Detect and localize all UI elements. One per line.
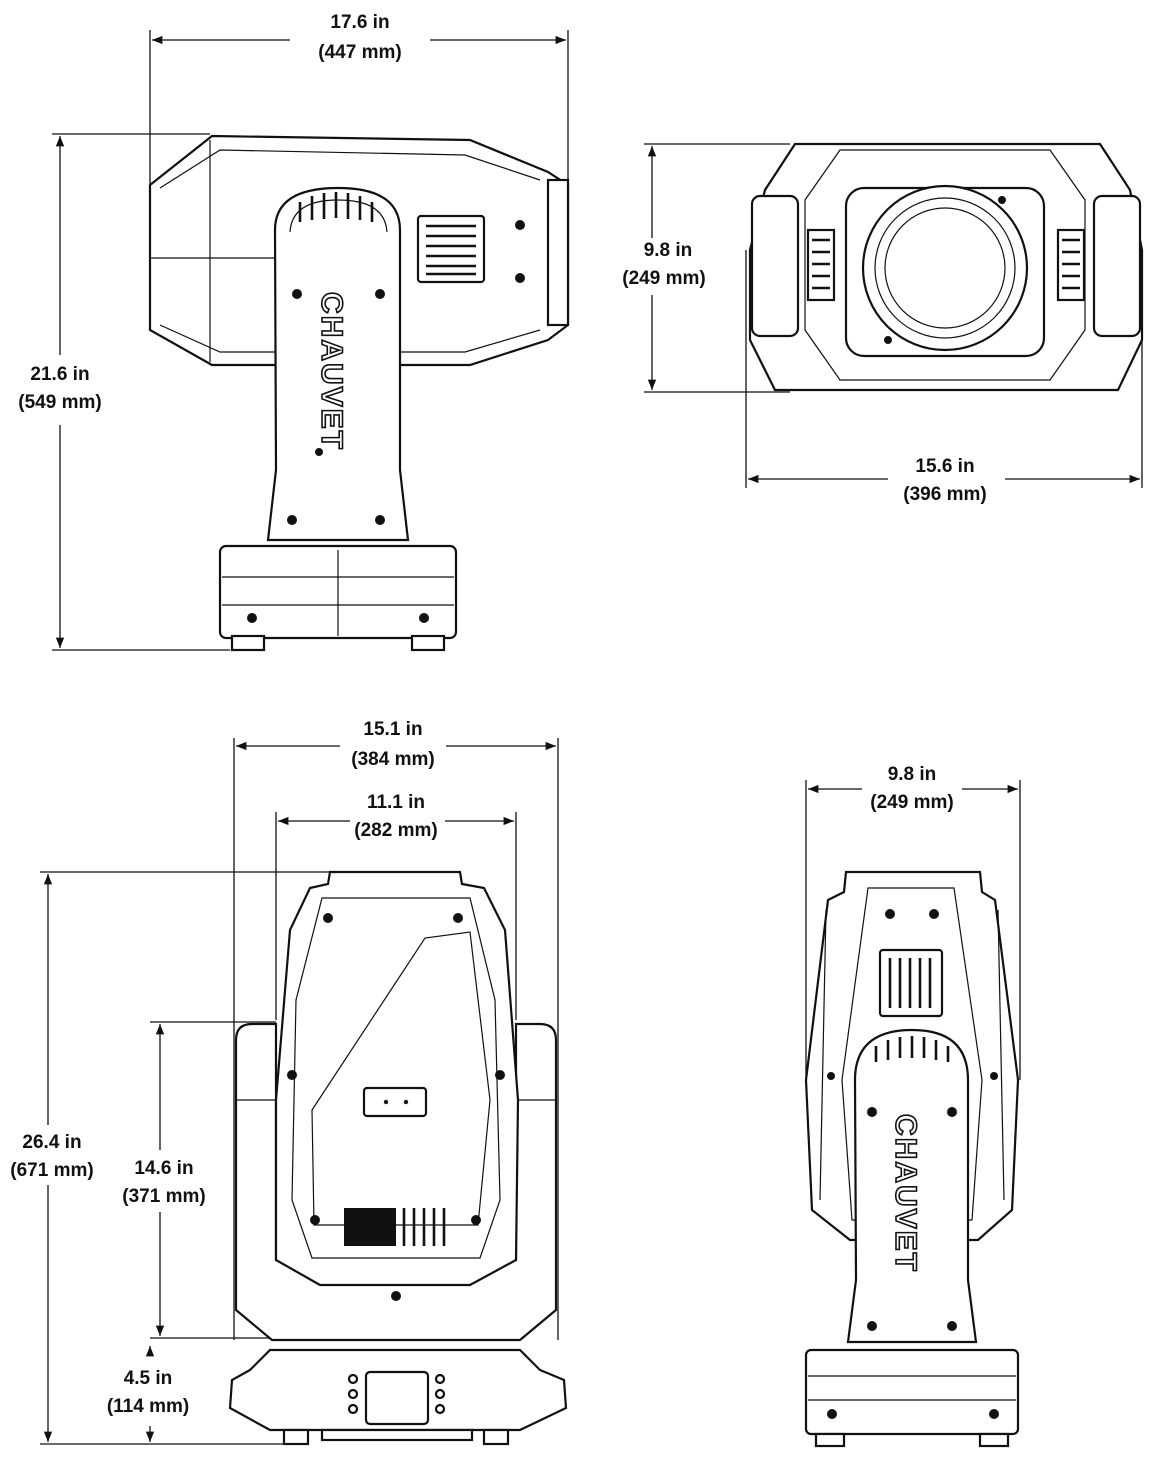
front-base-height-inch-label: 4.5 in — [124, 1368, 173, 1389]
front-view-drawing: 15.1 in (384 mm) 11.1 in (282 mm) 26.4 i… — [10, 719, 568, 1446]
front-arm-height-inch-label: 14.6 in — [134, 1158, 193, 1179]
lens-width-mm-label: (396 mm) — [903, 484, 986, 505]
rear-view-drawing: CHAUVET 9.8 in (249 mm) — [804, 764, 1021, 1448]
side-view-brand-logo: CHAUVET — [315, 292, 348, 451]
lens-height-inch-label: 9.8 in — [644, 240, 693, 261]
side-height-inch-label: 21.6 in — [30, 364, 89, 385]
front-height-inch-label: 26.4 in — [22, 1132, 81, 1153]
lens-width-inch-label: 15.6 in — [915, 456, 974, 477]
side-width-mm-label: (447 mm) — [318, 42, 401, 63]
front-inner-width-mm-label: (282 mm) — [354, 820, 437, 841]
rear-view-brand-logo: CHAUVET — [889, 1114, 922, 1273]
lens-view-drawing: 9.8 in (249 mm) 15.6 in (396 mm) — [622, 142, 1144, 505]
lens-height-mm-label: (249 mm) — [622, 268, 705, 289]
front-width-mm-label: (384 mm) — [351, 749, 434, 770]
side-height-mm-label: (549 mm) — [18, 392, 101, 413]
front-inner-width-inch-label: 11.1 in — [367, 792, 425, 813]
rear-width-inch-label: 9.8 in — [888, 764, 937, 785]
front-width-inch-label: 15.1 in — [363, 719, 422, 740]
front-arm-height-mm-label: (371 mm) — [122, 1186, 205, 1207]
front-base-height-mm-label: (114 mm) — [107, 1396, 189, 1417]
front-height-mm-label: (671 mm) — [10, 1160, 93, 1181]
side-view-drawing: CHAUVET 17.6 in (447 mm) 21.6 in (549 mm… — [18, 12, 570, 652]
side-width-inch-label: 17.6 in — [330, 12, 389, 33]
rear-width-mm-label: (249 mm) — [870, 792, 953, 813]
